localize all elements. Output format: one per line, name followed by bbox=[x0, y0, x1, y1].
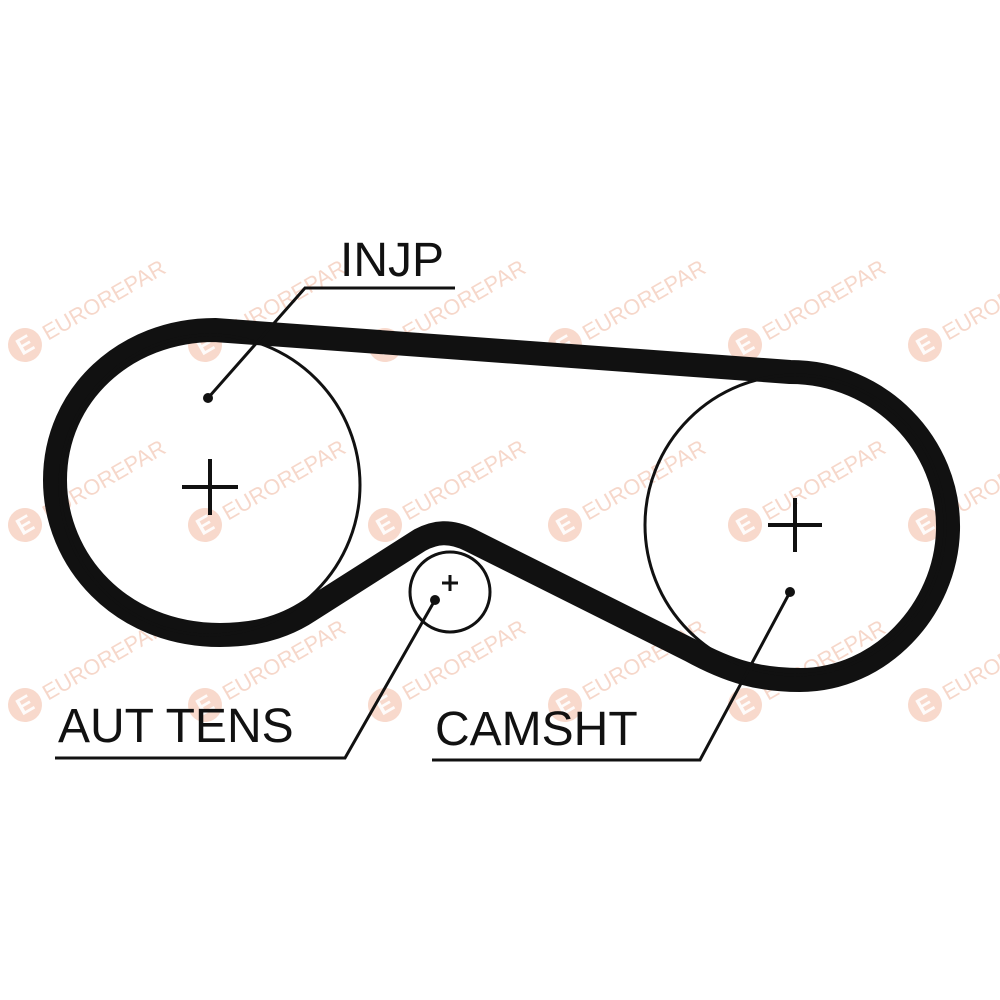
watermark-circle-icon bbox=[8, 328, 42, 362]
camsht-leader-dot bbox=[785, 587, 795, 597]
watermark-text: EUROREPAR bbox=[758, 435, 890, 526]
watermark-layer: EEUROREPAREEUROREPAREEUROREPAREEUROREPAR… bbox=[8, 255, 1000, 722]
watermark-text: EUROREPAR bbox=[218, 435, 350, 526]
camsht-label: CAMSHT bbox=[435, 703, 638, 756]
injp-pulley bbox=[58, 333, 362, 637]
watermark-text: EUROREPAR bbox=[938, 615, 1000, 706]
watermark-circle-icon bbox=[8, 508, 42, 542]
aut-tens-leader-line bbox=[55, 599, 437, 760]
injp-leader-line bbox=[206, 286, 455, 399]
watermark-text: EUROREPAR bbox=[938, 255, 1000, 346]
watermark-circle-icon bbox=[908, 508, 942, 542]
watermark-circle-icon bbox=[188, 508, 222, 542]
aut-tens-label: AUT TENS bbox=[58, 700, 294, 753]
watermark-circle-icon bbox=[368, 508, 402, 542]
watermark-circle-icon bbox=[548, 688, 582, 722]
watermark-circle-icon bbox=[728, 688, 762, 722]
injp-center-mark bbox=[182, 459, 238, 515]
watermark-circle-icon bbox=[728, 328, 762, 362]
injp-leader-dot bbox=[203, 393, 213, 403]
watermark-circle-icon bbox=[548, 508, 582, 542]
camsht-leader-line bbox=[432, 591, 792, 762]
camshaft-pulley bbox=[643, 373, 947, 677]
watermark-text: EUROREPAR bbox=[758, 255, 890, 346]
watermark-circle-icon bbox=[908, 328, 942, 362]
tensioner-center-mark bbox=[442, 575, 458, 591]
watermark-text: EUROREPAR bbox=[578, 435, 710, 526]
watermark-circle-icon bbox=[368, 688, 402, 722]
watermark-circle-icon bbox=[908, 688, 942, 722]
watermark-text: EUROREPAR bbox=[398, 435, 530, 526]
tensioner-pulley bbox=[408, 550, 492, 634]
watermark-circle-icon bbox=[188, 688, 222, 722]
camshaft-center-mark bbox=[768, 498, 822, 552]
timing-belt bbox=[43, 318, 961, 692]
watermark-circle-icon bbox=[728, 508, 762, 542]
watermark-circle-icon bbox=[8, 688, 42, 722]
injp-label: INJP bbox=[340, 234, 444, 287]
aut-tens-leader-dot bbox=[430, 595, 440, 605]
watermark-text: EUROREPAR bbox=[578, 255, 710, 346]
